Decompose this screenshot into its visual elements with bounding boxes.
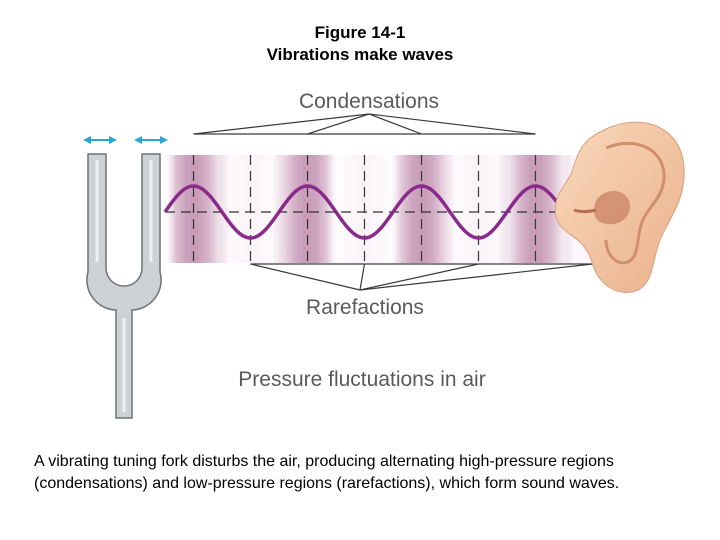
double-arrow-icon	[83, 136, 117, 144]
figure-number: Figure 14-1	[314, 23, 406, 42]
air-pressure-band	[165, 155, 595, 263]
pressure-fluctuations-label: Pressure fluctuations in air	[238, 368, 485, 391]
figure-caption: A vibrating tuning fork disturbs the air…	[34, 453, 620, 492]
rarefactions-leader-ray	[359, 263, 366, 291]
condensations-leader-ray	[368, 113, 422, 135]
condensations-leader-ray	[368, 113, 536, 135]
double-arrow-icon	[134, 136, 168, 144]
figure-title-block: Figure 14-1 Vibrations make waves	[0, 22, 720, 66]
rarefactions-label: Rarefactions	[306, 296, 424, 319]
condensations-leader-ray	[193, 113, 370, 135]
figure-title: Vibrations make waves	[266, 45, 454, 64]
label-leader-lines	[193, 113, 593, 291]
ear-icon	[554, 121, 685, 293]
rarefactions-leader-ray	[359, 263, 479, 291]
condensations-label: Condensations	[299, 90, 439, 113]
rarefactions-leader-ray	[250, 263, 361, 291]
tuning-fork-icon	[86, 153, 162, 419]
sine-wave	[163, 184, 596, 240]
vibration-arrows	[83, 136, 168, 144]
condensations-leader-ray	[307, 113, 370, 135]
rarefactions-leader-ray	[359, 263, 593, 291]
sound-wave-diagram: Condensations Rarefactions Pressure fluc…	[83, 90, 685, 419]
